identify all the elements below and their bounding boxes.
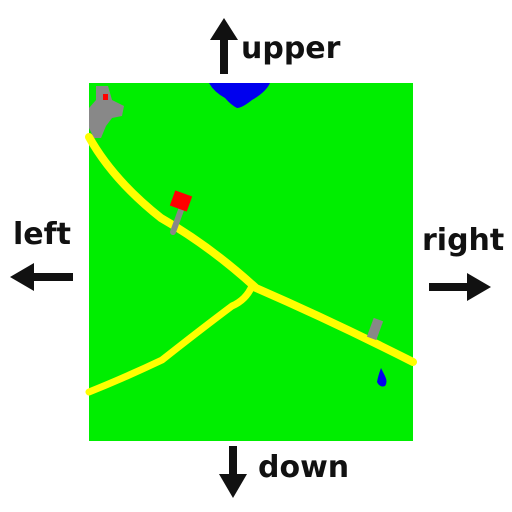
- pond: [209, 83, 270, 108]
- gray-marker-right: [366, 317, 384, 341]
- arrow-up-icon[interactable]: [210, 18, 238, 74]
- gray-structure-topleft: [89, 86, 124, 138]
- arrow-right-icon[interactable]: [429, 273, 491, 301]
- grass-field: [89, 83, 413, 441]
- arrow-down-icon[interactable]: [219, 446, 247, 498]
- left-label[interactable]: left: [13, 217, 72, 252]
- gray-path-building: [170, 207, 184, 235]
- arrow-left-icon[interactable]: [10, 263, 73, 291]
- water-drop: [377, 368, 387, 387]
- main-road: [85, 133, 417, 366]
- right-label[interactable]: right: [422, 223, 505, 258]
- branch-road: [85, 282, 256, 396]
- map-view: [85, 83, 417, 441]
- red-marker-small: [103, 94, 108, 100]
- upper-label[interactable]: upper: [241, 31, 341, 66]
- red-building: [169, 190, 193, 212]
- down-label[interactable]: down: [258, 450, 350, 485]
